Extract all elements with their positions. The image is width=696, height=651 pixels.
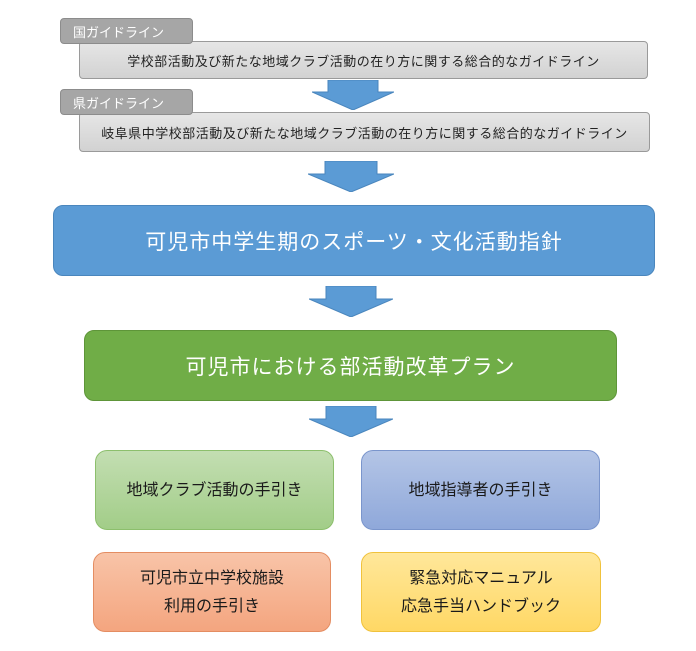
arrow-down-icon [308, 161, 394, 192]
club-activity-guide-box: 地域クラブ活動の手引き [95, 450, 334, 530]
facility-guide-line2: 利用の手引き [163, 596, 260, 615]
instructor-guide-box: 地域指導者の手引き [361, 450, 600, 530]
prefecture-guideline-text: 岐阜県中学校部活動及び新たな地域クラブ活動の在り方に関する総合的なガイドライン [101, 126, 628, 142]
emergency-guide-box: 緊急対応マニュアル 応急手当ハンドブック [361, 552, 601, 632]
facility-guide-box: 可児市立中学校施設 利用の手引き [93, 552, 331, 632]
club-activity-guide-text: 地域クラブ活動の手引き [126, 480, 303, 499]
prefecture-guideline-tag-label: 県ガイドライン [73, 96, 165, 112]
arrow-down-icon [309, 286, 393, 317]
national-guideline-tag: 国ガイドライン [60, 18, 193, 44]
reform-plan-text: 可児市における部活動改革プラン [185, 354, 516, 379]
emergency-guide-line2: 応急手当ハンドブック [400, 596, 561, 615]
reform-plan-box: 可児市における部活動改革プラン [84, 330, 617, 401]
emergency-guide-line1: 緊急対応マニュアル [409, 568, 553, 587]
instructor-guide-text: 地域指導者の手引き [408, 480, 553, 499]
arrow-down-icon [309, 406, 393, 437]
facility-guide-line1: 可児市立中学校施設 [139, 568, 284, 587]
city-policy-box: 可児市中学生期のスポーツ・文化活動指針 [53, 205, 655, 276]
prefecture-guideline-box: 岐阜県中学校部活動及び新たな地域クラブ活動の在り方に関する総合的なガイドライン [79, 112, 650, 152]
arrow-down-icon [312, 80, 394, 110]
national-guideline-box: 学校部活動及び新たな地域クラブ活動の在り方に関する総合的なガイドライン [79, 41, 648, 79]
prefecture-guideline-tag: 県ガイドライン [60, 89, 193, 115]
national-guideline-tag-label: 国ガイドライン [73, 25, 165, 41]
national-guideline-text: 学校部活動及び新たな地域クラブ活動の在り方に関する総合的なガイドライン [127, 54, 600, 70]
city-policy-text: 可児市中学生期のスポーツ・文化活動指針 [145, 229, 563, 254]
